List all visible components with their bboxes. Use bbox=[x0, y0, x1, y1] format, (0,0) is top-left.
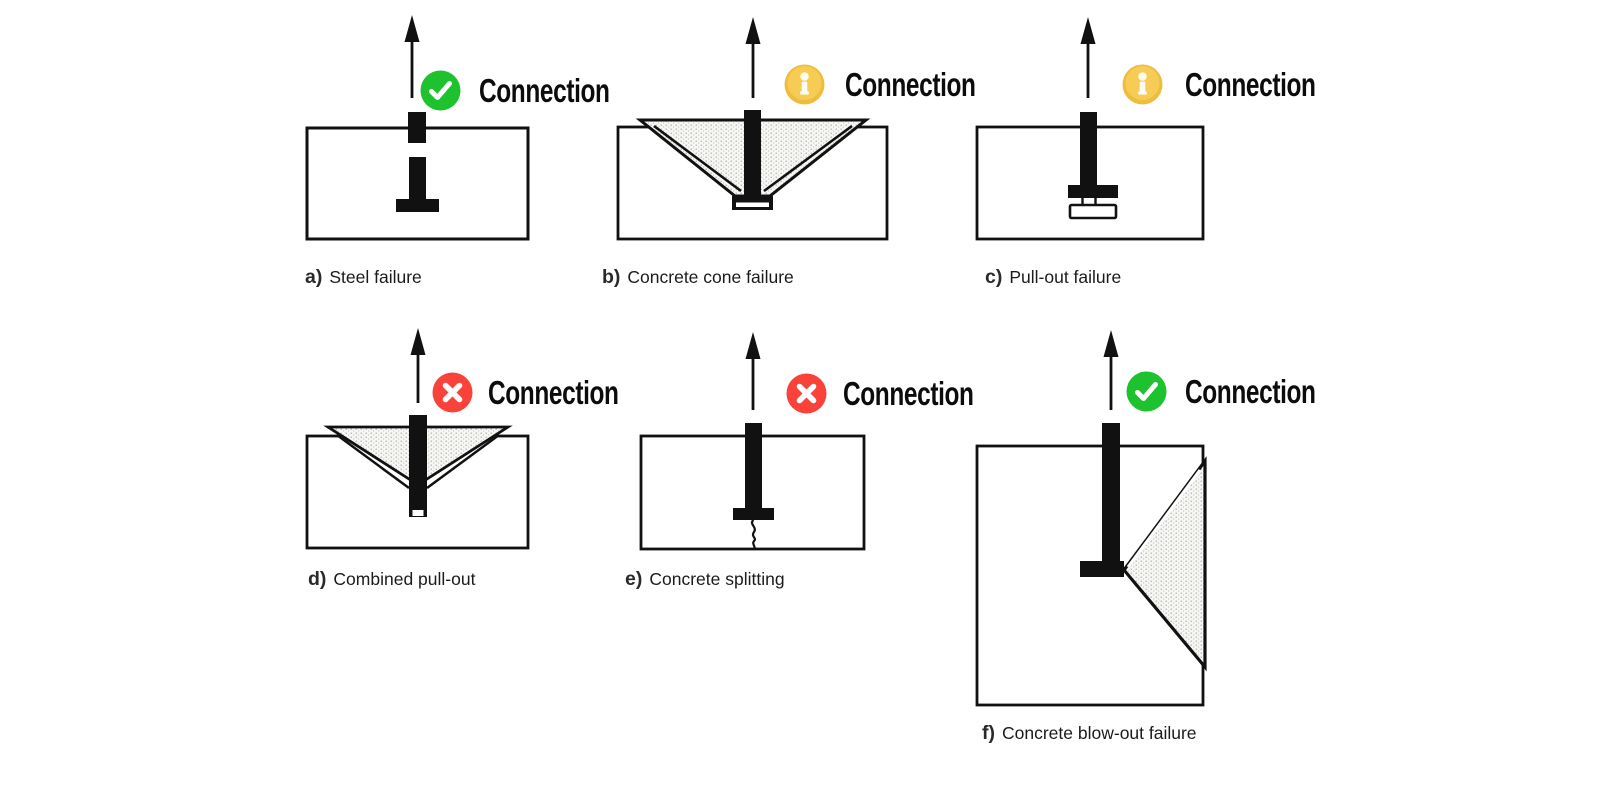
caption-prefix: c) bbox=[985, 266, 1003, 288]
check-circle-icon bbox=[420, 70, 461, 111]
anchor-shaft bbox=[1080, 112, 1097, 187]
caption-concrete-splitting: e) Concrete splitting bbox=[625, 566, 785, 592]
load-arrow-head bbox=[410, 328, 426, 355]
caption-label: Concrete cone failure bbox=[627, 267, 794, 287]
caption-pull-out-failure: c) Pull-out failure bbox=[985, 264, 1121, 290]
splitting-crack bbox=[750, 519, 757, 550]
caption-concrete-cone-failure: b) Concrete cone failure bbox=[602, 264, 794, 290]
check-circle-icon bbox=[1126, 371, 1167, 412]
x-circle-icon bbox=[786, 373, 827, 414]
caption-combined-pull-out: d) Combined pull-out bbox=[308, 566, 475, 592]
panel-b-diagram bbox=[616, 17, 889, 241]
anchor-shaft bbox=[409, 415, 427, 517]
connection-label: Connection bbox=[488, 374, 619, 411]
caption-label: Concrete blow-out failure bbox=[1002, 723, 1197, 743]
anchor-tip-notch bbox=[412, 510, 424, 516]
load-arrow-head bbox=[745, 17, 761, 44]
panel-d-diagram bbox=[305, 328, 530, 550]
caption-prefix: e) bbox=[625, 568, 643, 590]
connection-label: Connection bbox=[1185, 373, 1316, 410]
x-circle-icon bbox=[432, 372, 473, 413]
left-behind-washer bbox=[1068, 203, 1118, 220]
caption-prefix: d) bbox=[308, 568, 327, 590]
caption-label: Combined pull-out bbox=[333, 569, 476, 589]
cone-inner-crack-left bbox=[336, 433, 410, 490]
anchor-shaft bbox=[1102, 423, 1120, 570]
anchor-shaft bbox=[745, 423, 762, 510]
caption-steel-failure: a) Steel failure bbox=[305, 264, 422, 290]
cone-inner-crack-left bbox=[653, 124, 742, 193]
connection-label: Connection bbox=[843, 375, 974, 412]
anchor-foot bbox=[733, 508, 774, 520]
anchor-shaft-broken bbox=[409, 157, 426, 203]
panel-c-diagram bbox=[975, 17, 1205, 241]
connection-label: Connection bbox=[1185, 66, 1316, 103]
anchor-shaft bbox=[744, 110, 761, 198]
load-arrow-head bbox=[1103, 330, 1119, 357]
load-arrow-head bbox=[404, 15, 420, 42]
caption-label: Concrete splitting bbox=[649, 569, 785, 589]
info-circle-icon bbox=[1122, 64, 1163, 105]
connection-label: Connection bbox=[479, 72, 610, 109]
connection-label: Connection bbox=[845, 66, 976, 103]
load-arrow-head bbox=[1080, 17, 1096, 44]
anchor-plate-slot bbox=[736, 202, 769, 207]
caption-label: Pull-out failure bbox=[1009, 267, 1122, 287]
caption-prefix: b) bbox=[602, 266, 621, 288]
load-arrow-head bbox=[745, 332, 761, 359]
anchor-stub bbox=[408, 112, 426, 143]
anchor-foot bbox=[1080, 561, 1124, 577]
cone-inner-crack-right bbox=[426, 433, 500, 490]
caption-prefix: a) bbox=[305, 266, 323, 288]
anchor-foot bbox=[396, 199, 439, 212]
cone-inner-crack-right bbox=[763, 124, 853, 193]
anchor-flange bbox=[1068, 185, 1118, 198]
panel-e-diagram bbox=[639, 332, 866, 551]
wedge-inner-gap bbox=[1126, 469, 1202, 568]
panel-a-diagram bbox=[305, 15, 530, 241]
caption-label: Steel failure bbox=[329, 267, 422, 287]
info-circle-icon bbox=[784, 64, 825, 105]
caption-concrete-blow-out-failure: f) Concrete blow-out failure bbox=[982, 720, 1197, 746]
caption-prefix: f) bbox=[982, 722, 995, 744]
panel-f-diagram bbox=[975, 330, 1207, 707]
